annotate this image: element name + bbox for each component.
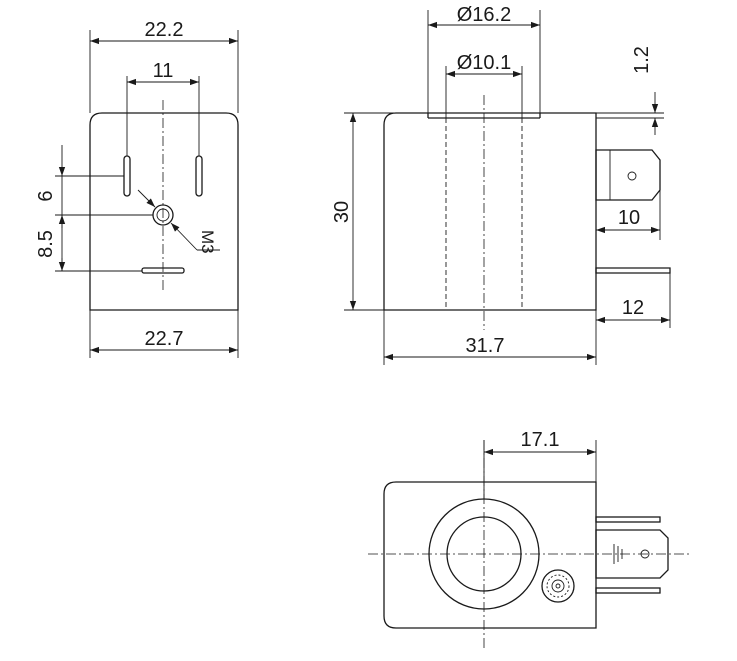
terminal-upper-hole <box>627 171 637 181</box>
dim-offset: 17.1 <box>521 429 560 451</box>
dim-height: 30 <box>331 201 353 223</box>
dim-top-width: 22.2 <box>145 19 184 41</box>
front-pin-left <box>123 155 131 197</box>
terminal-bottom <box>595 587 661 594</box>
certification-seal-icon <box>541 569 575 603</box>
terminal-middle <box>595 529 669 579</box>
m3-leader-top <box>137 189 156 208</box>
front-view: M3 22.2 11 6 8.5 22.7 <box>35 19 239 358</box>
dim-flange: 1.2 <box>631 46 653 74</box>
dim-pin-spacing: 11 <box>153 60 174 82</box>
bottom-view: 17.1 <box>368 429 690 650</box>
bore-inner <box>446 516 522 592</box>
side-view: Ø16.2 Ø10.1 1.2 30 10 12 31.7 <box>331 4 671 365</box>
front-pin-right <box>195 155 203 197</box>
dim-outer-diameter: Ø16.2 <box>457 4 511 26</box>
terminal-top <box>595 516 661 523</box>
dim-terminal-10: 10 <box>618 207 640 229</box>
screw-hole-inner <box>156 208 170 222</box>
dim-bottom-width: 22.7 <box>145 328 184 350</box>
m3-leader-bottom <box>170 222 198 251</box>
ground-icon <box>613 544 623 564</box>
thread-label: M3 <box>198 230 217 254</box>
dim-inner-diameter: Ø10.1 <box>457 52 511 74</box>
dim-6-label: 6 <box>35 190 57 201</box>
front-body-outline <box>89 112 239 311</box>
front-pin-ground <box>141 267 185 274</box>
dim-8-5-label: 8.5 <box>35 230 57 258</box>
bottom-body-outline <box>383 481 597 629</box>
terminal-middle-hole <box>640 549 650 559</box>
side-body-outline <box>383 112 597 311</box>
terminal-lower <box>595 267 671 274</box>
dim-terminal-12: 12 <box>622 297 644 319</box>
dim-length: 31.7 <box>466 335 505 357</box>
